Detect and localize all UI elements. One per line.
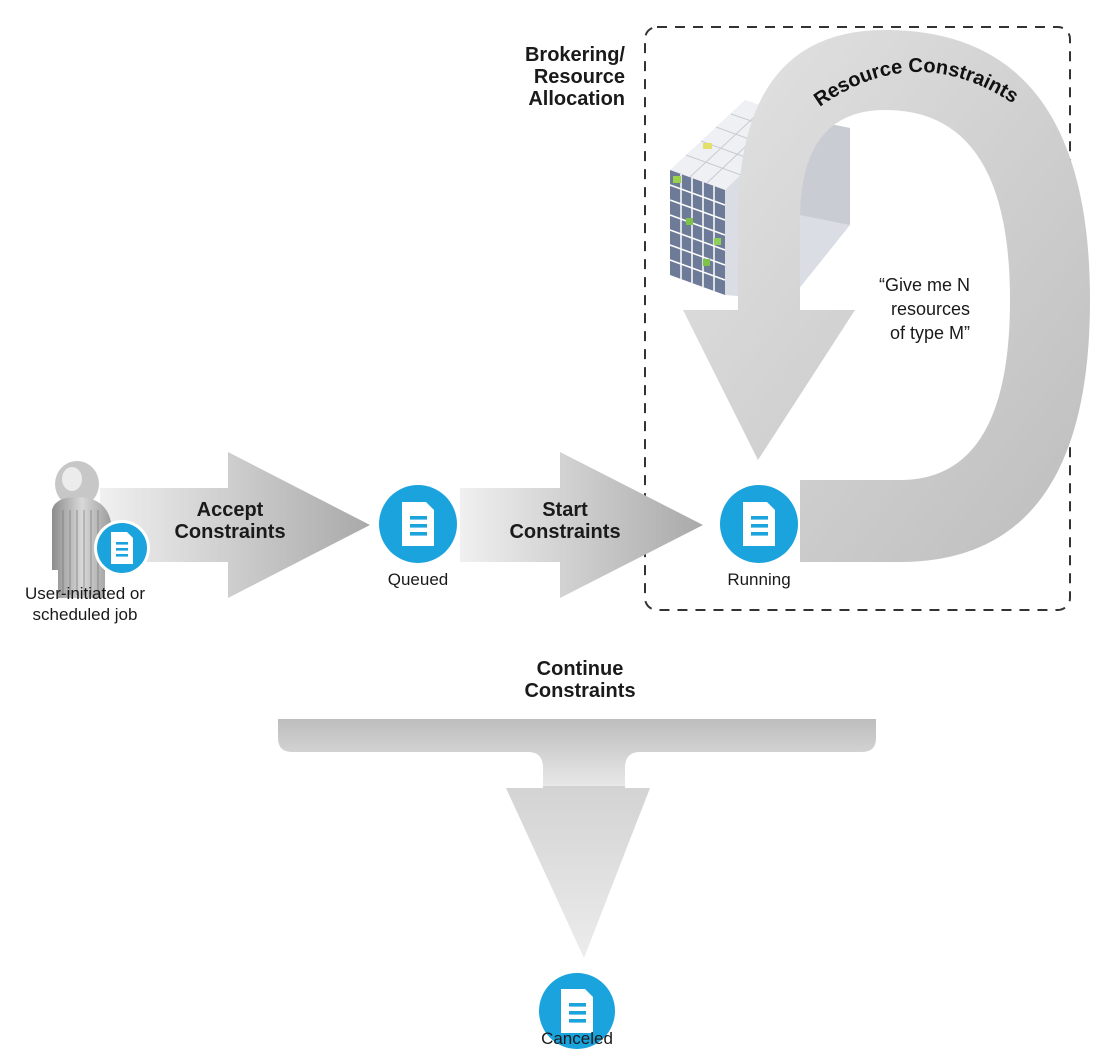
user-initiated-job-label: User-initiated or scheduled job xyxy=(25,584,145,624)
continue-constraints-label: Continue Constraints xyxy=(524,658,636,702)
document-icon xyxy=(539,973,615,1049)
brokering-region-border xyxy=(644,26,1071,611)
document-icon xyxy=(379,485,457,563)
accept-constraints-label: Accept Constraints xyxy=(174,499,286,543)
accept-constraints-arrow xyxy=(100,452,370,598)
document-icon xyxy=(94,520,150,576)
start-constraints-label: Start Constraints xyxy=(509,499,621,543)
resource-request-quote: “Give me N resources of type M” xyxy=(878,275,970,343)
running-state-label: Running xyxy=(727,570,791,589)
user-icon xyxy=(52,461,112,598)
canceled-state-label: Canceled xyxy=(541,1029,613,1048)
queued-state-label: Queued xyxy=(387,570,449,589)
document-icon xyxy=(720,485,798,563)
brokering-resource-allocation-label: Brokering/ Resource Allocation xyxy=(524,44,625,110)
resource-constraints-loop-arrow xyxy=(683,30,1090,562)
continue-constraints-arrow xyxy=(506,786,650,958)
start-constraints-arrow xyxy=(460,452,703,598)
continue-constraints-bar xyxy=(278,719,876,788)
